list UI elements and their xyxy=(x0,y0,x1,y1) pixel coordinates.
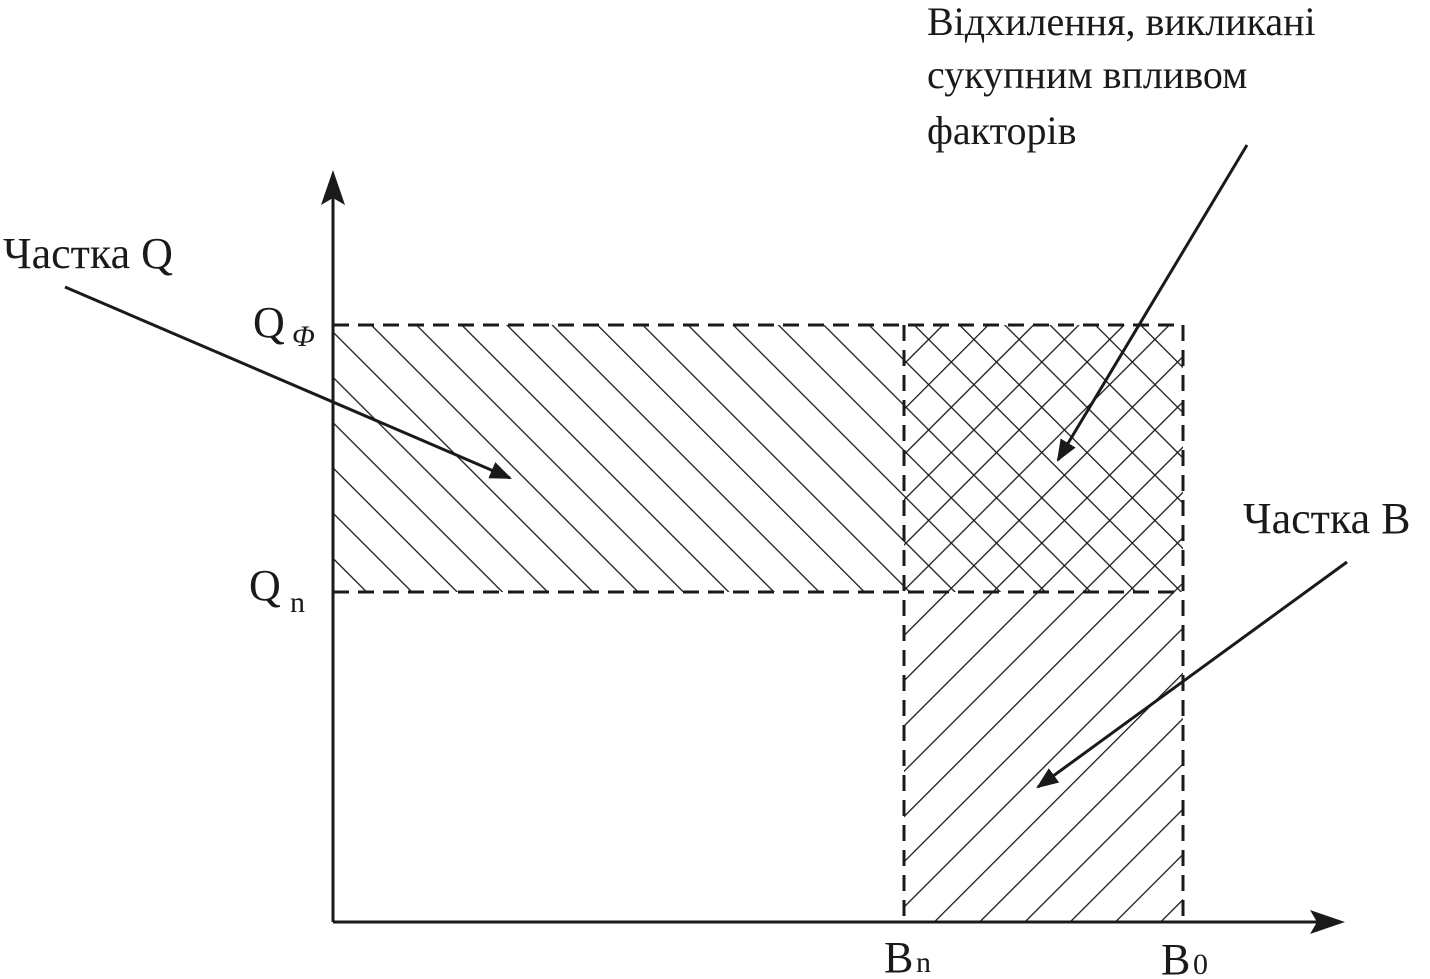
share-b-area xyxy=(904,592,1183,922)
combined-effect-pointer-arrow xyxy=(1056,144,1249,462)
combined-effect-note-line-1: Відхилення, викликані xyxy=(927,0,1316,44)
y-axis-arrow-icon xyxy=(321,170,345,205)
b-n-main: B xyxy=(884,933,913,979)
share-b-label: Частка B xyxy=(1243,494,1410,543)
combined-effect-note-line-3: факторів xyxy=(927,108,1077,153)
b-n-sub: n xyxy=(916,946,931,979)
q-n-main: Q xyxy=(249,561,281,610)
share-q-pointer-arrow xyxy=(64,285,513,480)
b-0-sub: 0 xyxy=(1193,948,1208,979)
b-n-tick-label: B n xyxy=(884,933,931,979)
dashed-guides xyxy=(333,323,1185,922)
combined-effect-note-line-2: сукупним впливом xyxy=(927,52,1247,97)
share-b-pointer-arrow xyxy=(1036,560,1348,789)
q-n-sub: n xyxy=(290,586,305,619)
b-0-main: B xyxy=(1161,935,1190,979)
q-f-tick-label: Q Φ xyxy=(253,298,315,353)
combined-effect-note: Відхилення, викликані сукупним впливом ф… xyxy=(927,0,1316,153)
share-q-label: Частка Q xyxy=(3,229,173,278)
q-f-main: Q xyxy=(253,298,285,347)
combined-effect-area-bwd xyxy=(904,325,1183,592)
x-axis-arrow-icon xyxy=(1310,910,1345,934)
b-0-tick-label: B 0 xyxy=(1161,935,1208,979)
q-n-tick-label: Q n xyxy=(249,561,305,619)
q-f-sub: Φ xyxy=(292,320,315,353)
share-q-area xyxy=(333,325,904,592)
